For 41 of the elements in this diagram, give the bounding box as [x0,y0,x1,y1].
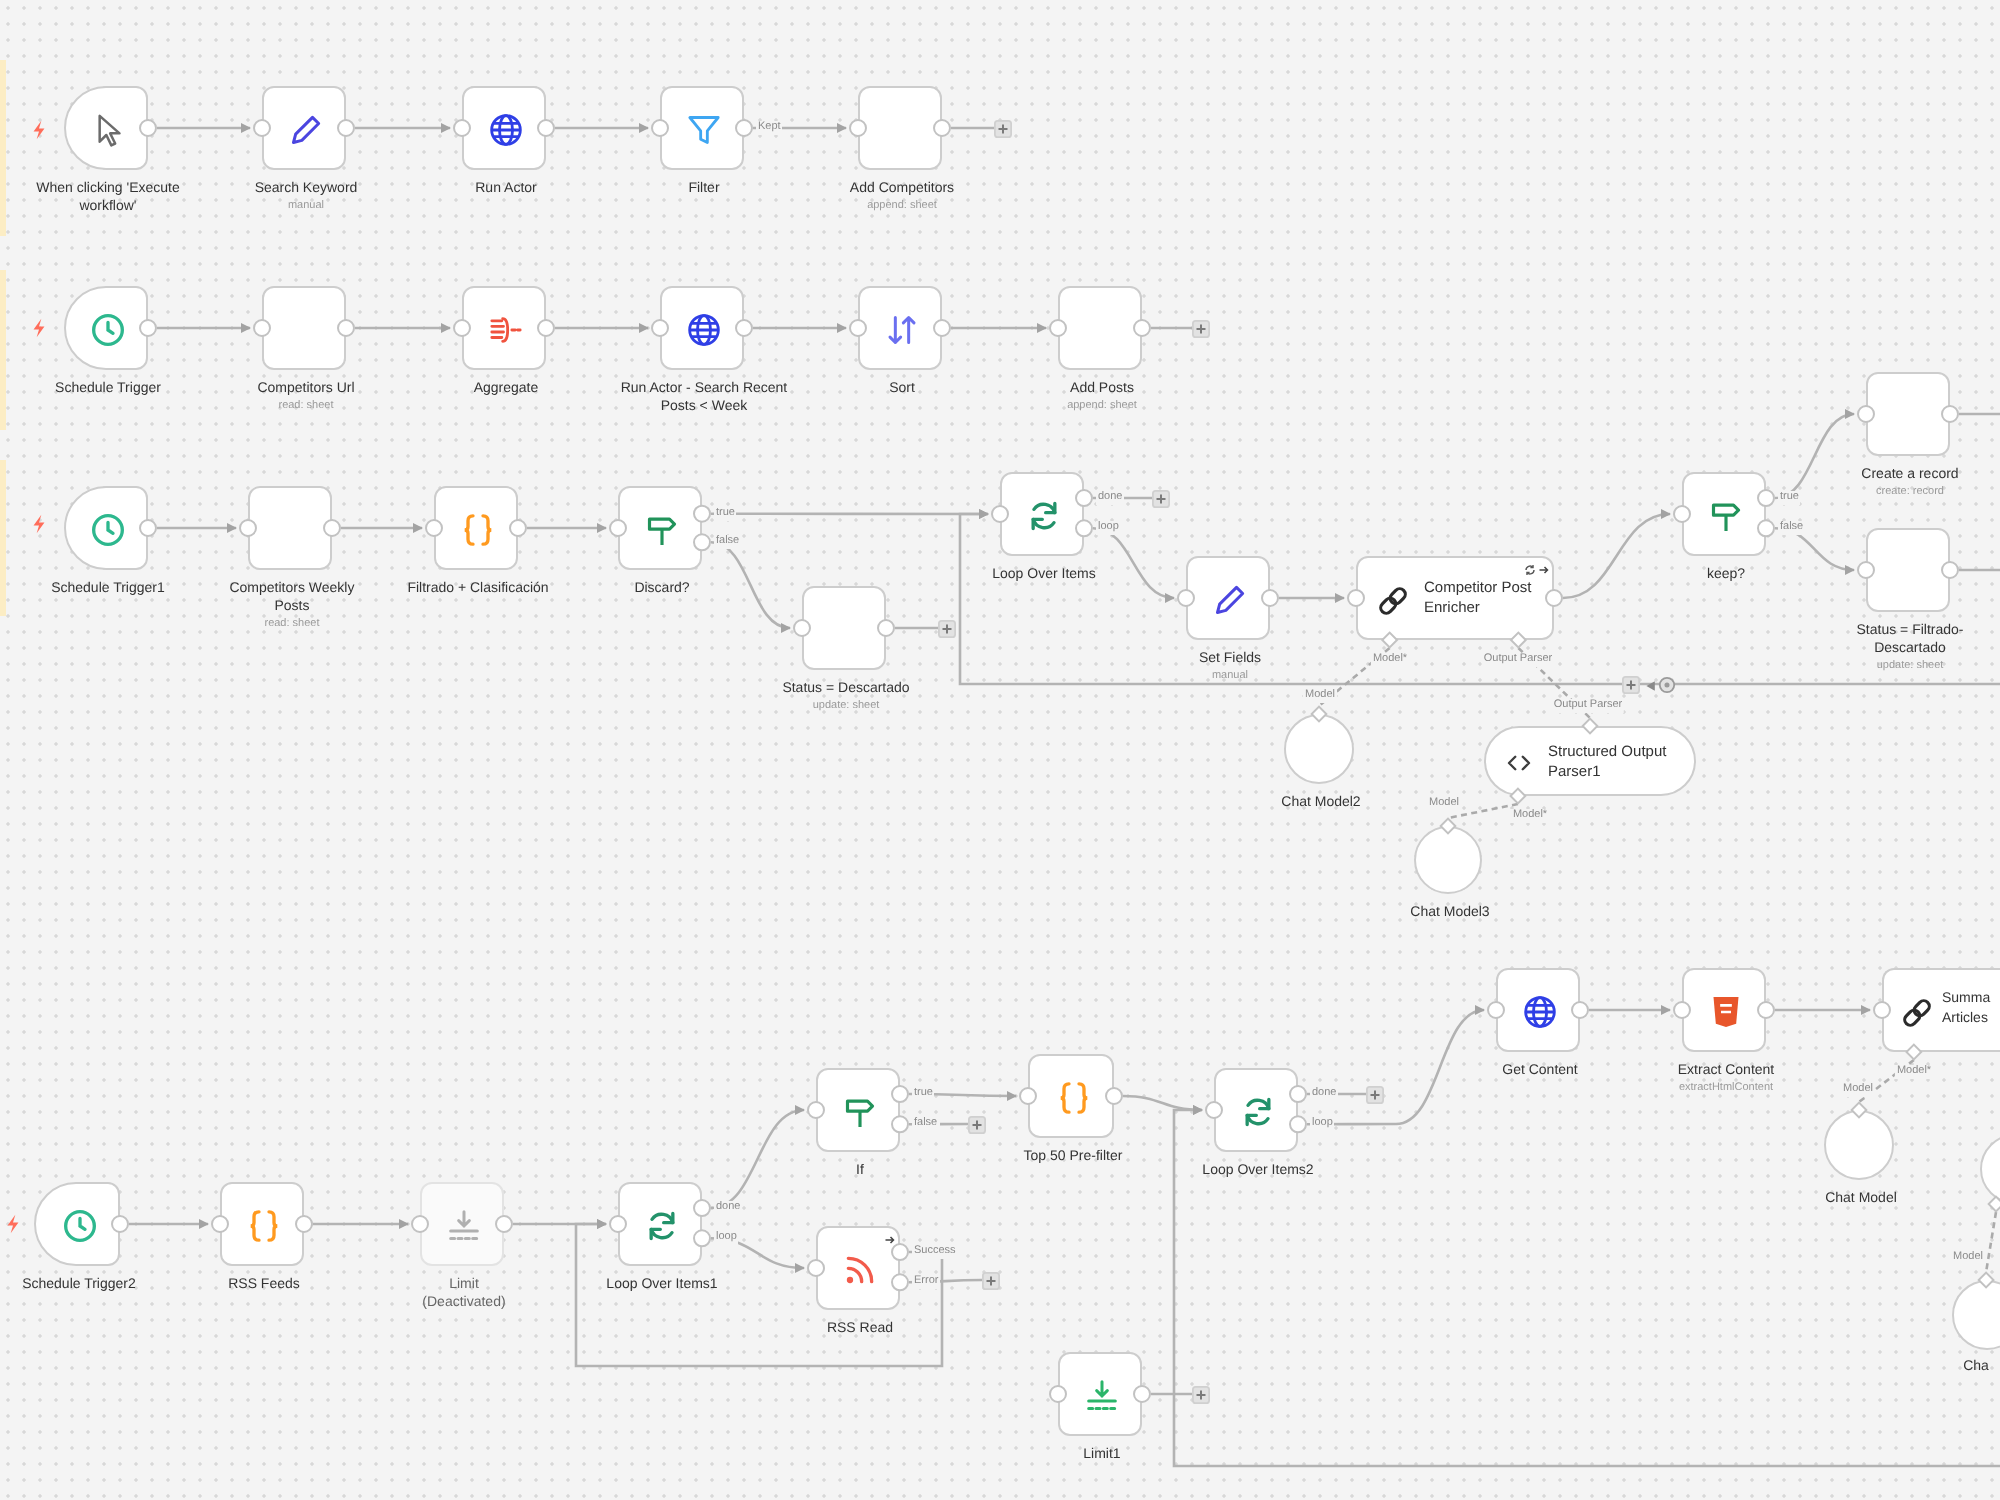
arrow [710,1106,805,1210]
arrow [527,523,607,533]
dashed-connector-line [1318,647,1391,707]
pill-node [1484,726,1696,796]
arrow [313,1219,409,1229]
arrow [574,1219,944,1368]
arrow [355,323,451,333]
arrow [157,523,237,533]
connector-line [1151,1392,1192,1396]
arrow [555,323,649,333]
arrow [555,123,649,133]
arrow [753,323,847,333]
dashed-connector-line [1984,1211,1998,1273]
arrow [1775,1005,1871,1015]
workflow-node [1356,556,1554,640]
connector-line [951,126,994,130]
arrow [1279,593,1345,603]
arrow [157,323,251,333]
connector-line [1151,326,1192,330]
dashed-connector-line [1858,1058,1915,1104]
arrow [951,323,1047,333]
arrow [129,1219,209,1229]
arrow [1774,410,1855,500]
connector-line [895,626,938,630]
arrow [157,123,251,133]
arrow [355,123,451,133]
arrow [958,509,2000,686]
dashed-connector-line [1447,802,1519,820]
arrow [1092,527,1175,602]
dashed-connector-line [1517,647,1591,719]
arrow [1562,510,1671,600]
arrow [341,523,423,533]
arrow [710,541,791,632]
arrow [1307,1007,1485,1126]
arrow [1589,1005,1671,1015]
connector-line [1959,412,2000,416]
connector-line [1959,568,2000,572]
arrow [710,1237,805,1273]
arrow [1172,1105,2000,1468]
arrow [1774,527,1855,575]
workflow-node [1882,968,2000,1052]
